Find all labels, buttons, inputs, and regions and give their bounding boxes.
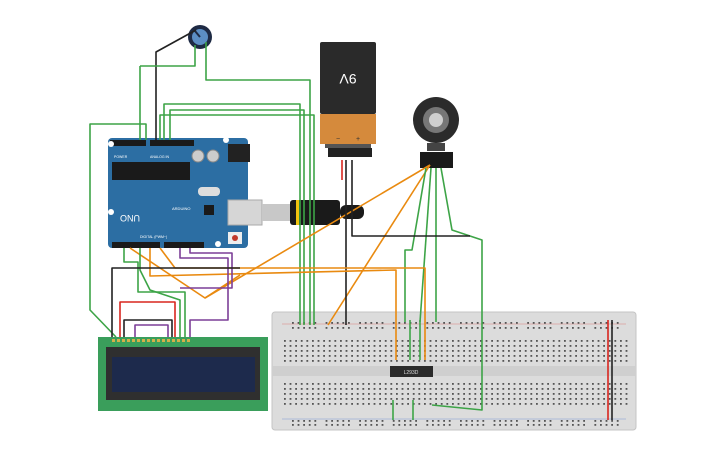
battery-label: 9V bbox=[339, 71, 357, 87]
orange-wire[interactable] bbox=[327, 164, 431, 326]
header-digital-high bbox=[150, 140, 194, 146]
green-wire[interactable] bbox=[419, 167, 432, 323]
purple-wire[interactable] bbox=[180, 248, 233, 289]
header-digital-low bbox=[110, 140, 146, 146]
arduino-uno[interactable]: UNO ARDUINO DIGITAL (PWM~) ANALOG IN POW… bbox=[108, 137, 250, 248]
potentiometer[interactable] bbox=[188, 25, 212, 49]
green-wire[interactable] bbox=[404, 167, 427, 322]
green-wire[interactable] bbox=[163, 103, 301, 325]
green-wire[interactable] bbox=[431, 167, 483, 411]
green-wire[interactable] bbox=[89, 123, 147, 338]
battery-9v[interactable]: 9V − + bbox=[320, 42, 376, 157]
purple-wire[interactable] bbox=[179, 248, 229, 337]
red-wire[interactable] bbox=[119, 301, 176, 337]
crystal bbox=[198, 187, 220, 196]
black-wire[interactable] bbox=[111, 267, 240, 337]
analog-label: ANALOG IN bbox=[150, 155, 170, 159]
orange-wire[interactable] bbox=[204, 164, 431, 299]
orange-wire[interactable] bbox=[159, 247, 426, 360]
purple-wire[interactable] bbox=[134, 324, 169, 337]
arduino-model: UNO bbox=[120, 213, 140, 223]
green-wire[interactable] bbox=[159, 114, 315, 325]
green-wire[interactable] bbox=[139, 248, 181, 337]
lcd-16x2[interactable] bbox=[98, 337, 268, 411]
breadboard[interactable] bbox=[271, 311, 637, 431]
black-wire[interactable] bbox=[155, 29, 197, 140]
usb-plug bbox=[262, 204, 290, 221]
usb-cable bbox=[290, 200, 340, 225]
green-wire[interactable] bbox=[169, 109, 305, 325]
breadboard-holes bbox=[284, 322, 628, 426]
digital-label: DIGITAL (PWM~) bbox=[140, 235, 167, 239]
battery-minus: − bbox=[336, 136, 340, 143]
black-wire[interactable] bbox=[123, 319, 173, 337]
green-wire[interactable] bbox=[123, 248, 186, 337]
usb-port bbox=[227, 199, 263, 226]
header-power bbox=[112, 242, 160, 248]
orange-wire[interactable] bbox=[129, 247, 241, 299]
green-wire[interactable] bbox=[205, 42, 311, 325]
orange-wire[interactable] bbox=[149, 248, 397, 360]
l293d-chip[interactable]: L293D bbox=[390, 366, 433, 377]
header-analog bbox=[164, 242, 204, 248]
green-wire[interactable] bbox=[139, 45, 196, 140]
battery-plus: + bbox=[356, 136, 360, 143]
power-jack bbox=[228, 144, 250, 162]
black-wire[interactable] bbox=[351, 160, 470, 237]
wires bbox=[89, 29, 613, 420]
microcontroller-chip bbox=[112, 162, 190, 180]
power-label: POWER bbox=[114, 155, 128, 159]
arduino-brand: ARDUINO bbox=[172, 206, 190, 211]
dc-motor-encoder[interactable] bbox=[413, 97, 459, 168]
chip-label: L293D bbox=[404, 370, 419, 376]
